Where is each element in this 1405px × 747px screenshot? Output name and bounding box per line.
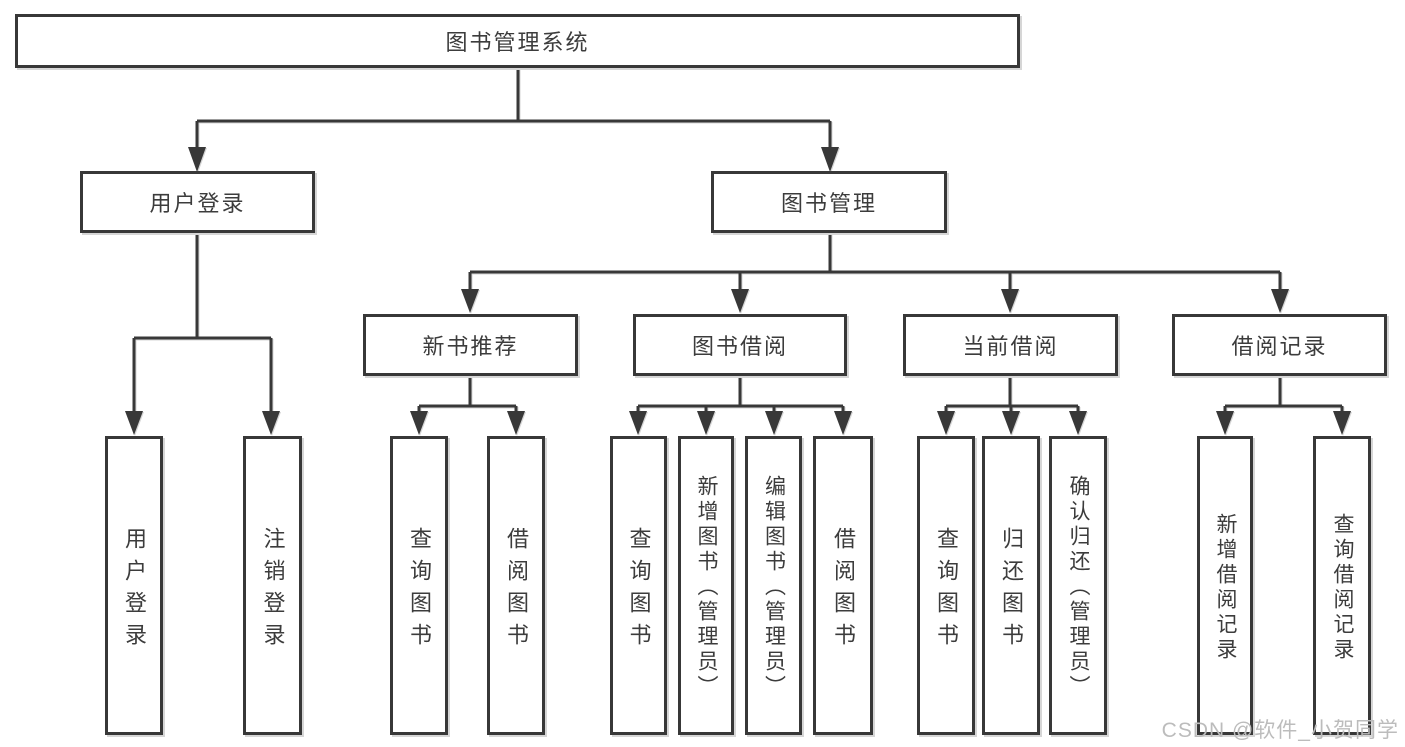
leaf-query-books-borrowing: 查询图书 (610, 436, 667, 735)
node-book-management: 图书管理 (711, 171, 947, 233)
leaf-logout: 注销登录 (243, 436, 302, 735)
node-book-borrowing: 图书借阅 (633, 314, 847, 376)
leaf-borrow-books-recommend: 借阅图书 (487, 436, 545, 735)
leaf-query-books-current: 查询图书 (917, 436, 975, 735)
leaf-borrow-books-borrowing: 借阅图书 (813, 436, 873, 735)
leaf-user-login: 用户登录 (105, 436, 163, 735)
node-new-book-recommend: 新书推荐 (363, 314, 578, 376)
node-user-login: 用户登录 (80, 171, 315, 233)
leaf-query-borrow-record: 查询借阅记录 (1313, 436, 1371, 735)
leaf-edit-books-admin: 编辑图书（管理员） (745, 436, 802, 735)
leaf-add-borrow-record: 新增借阅记录 (1197, 436, 1253, 735)
node-borrowing-records: 借阅记录 (1172, 314, 1387, 376)
leaf-add-books-admin: 新增图书（管理员） (678, 436, 734, 735)
leaf-query-books-recommend: 查询图书 (390, 436, 448, 735)
node-library-system: 图书管理系统 (15, 14, 1020, 68)
node-current-borrowing: 当前借阅 (903, 314, 1118, 376)
leaf-return-books: 归还图书 (982, 436, 1040, 735)
csdn-watermark: CSDN @软件_小贺同学 (1161, 719, 1399, 742)
leaf-confirm-return-admin: 确认归还（管理员） (1049, 436, 1107, 735)
arrowhead-icons (125, 147, 1351, 435)
